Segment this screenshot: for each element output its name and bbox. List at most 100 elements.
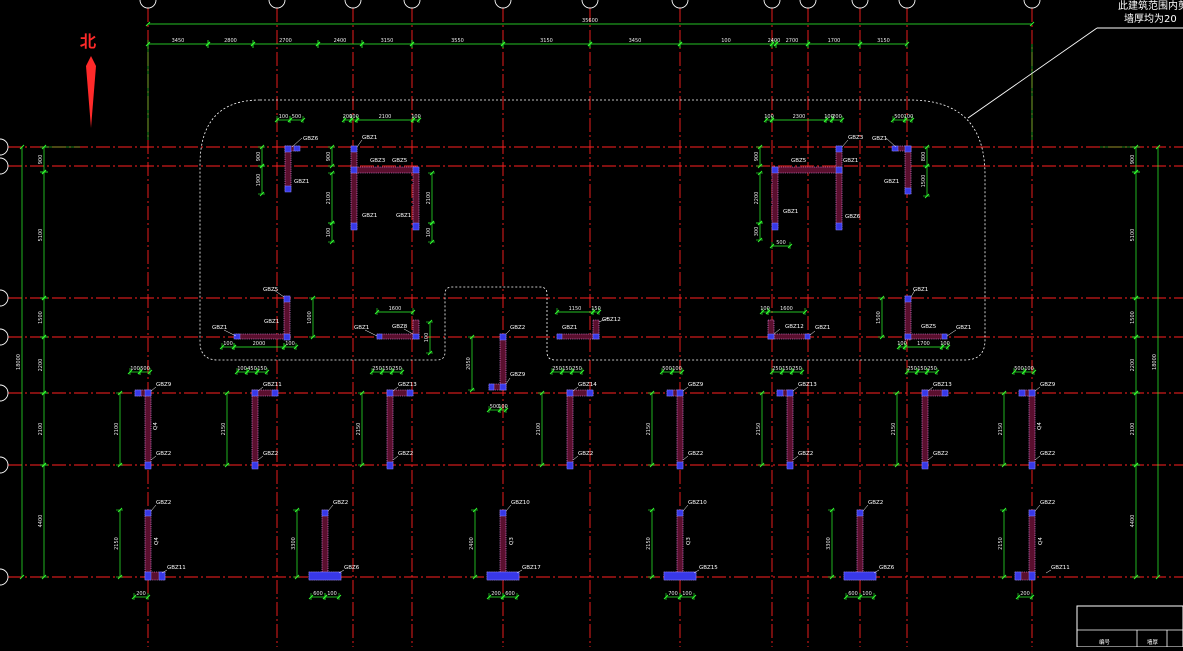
- wall-segment: [412, 319, 420, 340]
- wall-column: [233, 333, 241, 340]
- wall-column: [1028, 509, 1036, 517]
- axis-bubble: [403, 0, 421, 9]
- wall-column: [386, 389, 394, 397]
- wall-segment: [776, 389, 794, 397]
- wall-label-top: GBZ11: [263, 382, 282, 388]
- wall-column: [786, 389, 794, 397]
- wall-column: [144, 571, 152, 581]
- axis-bubble: [139, 0, 157, 9]
- wall-column: [144, 389, 152, 397]
- wall-dim-text: 250: [552, 366, 562, 372]
- wall-label-bottom: GBZ11: [167, 565, 186, 571]
- wall-label-top-leader: [862, 504, 869, 512]
- wall-dim-text: 200: [136, 591, 146, 597]
- wall-label-leader: [505, 377, 511, 385]
- wall-dim-text: 100: [349, 114, 359, 120]
- top-chain-dim-text: 3150: [540, 38, 553, 44]
- wall-segment: [283, 295, 291, 341]
- wall-column: [771, 166, 779, 174]
- wall-label: GBZ1: [354, 325, 369, 331]
- wall-mark: Q4: [153, 422, 159, 430]
- wall-height-dim-text: 2100: [536, 423, 542, 436]
- wall-label-top: GBZ13: [933, 382, 952, 388]
- wall-segment: [144, 389, 152, 469]
- wall-column: [566, 389, 574, 397]
- left-chain-dim-text: 5100: [38, 229, 44, 242]
- wall-label-bottom-leader: [693, 569, 700, 574]
- wall-label-top-leader: [682, 386, 689, 392]
- wall-label: GBZ1: [294, 179, 309, 185]
- wall-dim-text: 100: [411, 114, 421, 120]
- wall-label: GBZ9: [510, 372, 526, 378]
- wall-column: [1018, 389, 1026, 397]
- axis-bubble: [0, 384, 9, 402]
- wall-label: GBZ2: [510, 325, 525, 331]
- wall-dim-text: 2200: [754, 192, 760, 205]
- wall-label: GBZ5: [263, 287, 279, 293]
- wall-dim-text: 250: [772, 366, 782, 372]
- note-line-2: 墙厚均为20: [1124, 12, 1177, 25]
- wall-column: [486, 571, 520, 581]
- wall-dim-text: 2300: [793, 114, 806, 120]
- top-chain-dim-text: 2700: [279, 38, 292, 44]
- wall-column: [284, 145, 292, 153]
- wall-label-bottom-leader: [1034, 455, 1041, 461]
- wall-label-bottom: GBZ15: [699, 565, 718, 571]
- wall-label-leader: [809, 330, 816, 336]
- wall-dim-text: 100: [279, 114, 289, 120]
- wall-column: [283, 295, 291, 303]
- wall-dim-text: 100: [326, 228, 332, 238]
- axis-bubble: [851, 0, 869, 9]
- wall-label-leader: [885, 137, 897, 148]
- wall-column: [321, 509, 329, 517]
- wall-column: [771, 222, 779, 231]
- axis-bubble: [494, 0, 512, 9]
- wall-label-bottom-leader: [682, 455, 689, 461]
- wall-segment: [835, 145, 843, 230]
- wall-column: [350, 222, 358, 231]
- wall-label-top-leader: [572, 386, 579, 392]
- wall-height-dim-text: 2150: [998, 537, 1004, 550]
- wall-height-dim-text: 2400: [469, 537, 475, 550]
- wall-dim-text: 2100: [379, 114, 392, 120]
- wall-label-top: GBZ9: [688, 382, 704, 388]
- wall-column: [284, 185, 292, 193]
- wall-label: GBZ1: [396, 213, 411, 219]
- wall-column: [776, 389, 784, 397]
- wall-dim-text: 1000: [307, 311, 313, 324]
- wall-column: [412, 222, 420, 231]
- wall-dim-text: 100: [237, 366, 247, 372]
- wall-column: [835, 145, 843, 153]
- wall-height-dim-text: 3300: [291, 537, 297, 550]
- wall-label-bottom: GBZ2: [578, 451, 593, 457]
- wall-column: [921, 461, 929, 470]
- wall-label: GBZ6: [845, 214, 861, 220]
- wall-dim-text: 150: [257, 366, 267, 372]
- wall-dim-text: 900: [256, 152, 262, 162]
- note-leader: [967, 27, 1098, 119]
- wall-column: [308, 571, 342, 581]
- wall-label-leader: [505, 329, 511, 335]
- wall-label-top-leader: [392, 386, 399, 392]
- right-chain-dim-text: 900: [1130, 155, 1136, 165]
- wall-label-bottom-leader: [392, 455, 399, 461]
- wall-column: [283, 333, 291, 341]
- wall-segment: [499, 509, 507, 579]
- wall-column: [271, 389, 279, 397]
- wall-label-top-leader: [1034, 386, 1041, 392]
- wall-label: GBZ1: [264, 319, 279, 325]
- wall-segment: [767, 319, 775, 340]
- axis-bubble: [763, 0, 781, 9]
- wall-label: GBZ5: [921, 324, 937, 330]
- wall-dim-text: 500: [490, 404, 500, 410]
- wall-dim-text: 100: [672, 366, 682, 372]
- wall-label-top-leader: [792, 386, 799, 392]
- wall-dim-text: 1600: [389, 306, 402, 312]
- title-block: 编号 墙厚: [1076, 605, 1183, 648]
- wall-column: [1014, 571, 1022, 581]
- wall-segment: [144, 509, 152, 579]
- wall-column: [921, 389, 929, 397]
- wall-mark: Q4: [154, 537, 160, 545]
- wall-dim-text: 900: [326, 152, 332, 162]
